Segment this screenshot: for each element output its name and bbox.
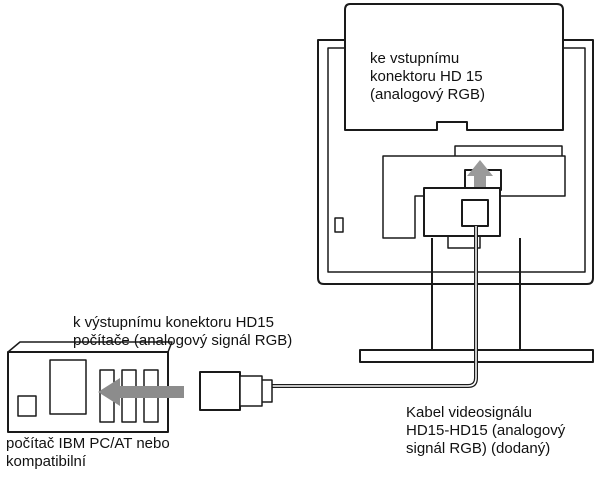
label-line: počítač IBM PC/AT nebo — [6, 435, 170, 452]
label-line: HD15-HD15 (analogový — [406, 422, 566, 439]
input-arrow-icon — [467, 160, 493, 196]
connector-panel — [382, 155, 566, 239]
monitor-stand-neck — [431, 238, 521, 350]
monitor-top-panel — [344, 3, 564, 131]
computer — [7, 341, 173, 433]
video-cable-inner — [272, 226, 477, 387]
computer-case — [7, 351, 169, 433]
label-cable: Kabel videosignálu HD15-HD15 (analogový … — [406, 404, 565, 458]
side-latch — [334, 217, 344, 233]
label-line: kompatibilní — [6, 453, 87, 470]
label-line: ke vstupnímu — [370, 50, 460, 67]
label-line: signál RGB) (dodaný) — [406, 440, 551, 457]
connector-ridge — [454, 145, 563, 156]
monitor-back — [317, 3, 594, 363]
label-computer-output: k výstupnímu konektoru HD15 počítače (an… — [73, 314, 292, 350]
computer-port-block — [49, 359, 87, 415]
label-line: k výstupnímu konektoru HD15 — [73, 314, 274, 331]
label-line: (analogový RGB) — [370, 86, 486, 103]
computer-top-edge — [7, 341, 173, 353]
computer-hd15-plug — [199, 371, 273, 411]
clamp-detail — [447, 236, 481, 249]
label-line: počítače (analogový signál RGB) — [73, 332, 293, 349]
output-arrow-icon — [98, 378, 184, 406]
power-socket-icon — [17, 395, 37, 417]
label-line: konektoru HD 15 — [370, 68, 483, 85]
cable-plug-head — [461, 199, 489, 227]
label-monitor-input: ke vstupnímu konektoru HD 15 (analogový … — [370, 50, 485, 104]
label-computer: počítač IBM PC/AT nebo kompatibilní — [6, 435, 170, 471]
label-line: Kabel videosignálu — [406, 404, 532, 421]
